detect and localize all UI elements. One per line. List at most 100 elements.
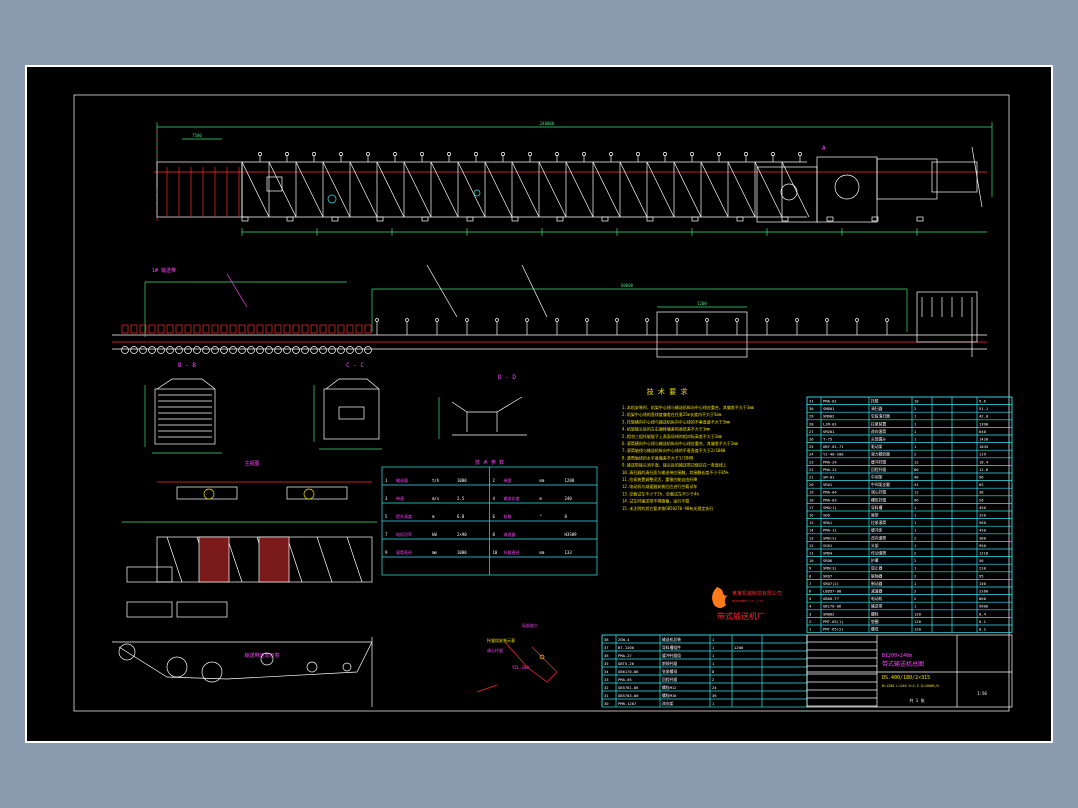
spec-cell: 1000 bbox=[457, 478, 467, 483]
buffer-idler bbox=[319, 324, 327, 334]
parts-cell: 1 bbox=[914, 604, 917, 609]
parts-cell: 150 bbox=[979, 581, 987, 586]
parts-cell: 制动器 bbox=[871, 581, 883, 586]
detail-title: 局部放大 bbox=[522, 622, 538, 628]
parts-cell: 12 bbox=[914, 490, 919, 495]
idler-roll bbox=[405, 318, 409, 322]
parts-cell: PMA-04 bbox=[823, 490, 837, 495]
tech-note-line: 15.未注明的其它要求按GB50270-98有关规定执行 bbox=[622, 505, 713, 511]
parts-cell: 80 bbox=[914, 467, 919, 472]
parts-cell: 2260 bbox=[979, 589, 989, 594]
parts-cell: 41 bbox=[914, 482, 919, 487]
buffer-idler bbox=[292, 324, 300, 334]
title-code: DS.400/180/2×315 bbox=[882, 675, 930, 681]
left-cell: 36 bbox=[712, 693, 717, 698]
left-cell: 2 bbox=[712, 677, 714, 682]
return-idler bbox=[247, 346, 255, 354]
parts-cell: 16 bbox=[809, 513, 814, 518]
dim-value-mid: 60000 bbox=[621, 283, 634, 288]
buffer-idler bbox=[328, 324, 336, 334]
support-foot bbox=[376, 216, 384, 222]
company-sub: MACHINERY CO.,LTD bbox=[732, 599, 763, 603]
spec-cell: 8 bbox=[493, 532, 496, 537]
return-idler bbox=[193, 346, 201, 354]
spec-cell: 240 bbox=[565, 496, 573, 501]
return-idler bbox=[274, 346, 282, 354]
parts-cell: 29 bbox=[809, 414, 814, 419]
leader-2 bbox=[426, 264, 458, 318]
tech-note-line: 13.空载试车不少于2h，负载试车不少于4h bbox=[622, 490, 699, 496]
spec-cell: 输送长度 bbox=[504, 495, 520, 501]
buffer-idler bbox=[139, 324, 147, 334]
idler-roll bbox=[465, 318, 469, 322]
parts-cell: 2 bbox=[914, 406, 916, 411]
return-idler bbox=[265, 346, 273, 354]
parts-cell: 15 bbox=[809, 520, 814, 525]
parts-cell: 12.6 bbox=[979, 467, 989, 472]
buffer-idler bbox=[256, 324, 264, 334]
buffer-idler bbox=[175, 324, 183, 334]
title-name: 带式输送机总图 bbox=[882, 660, 924, 668]
parts-cell: 螺母 bbox=[871, 627, 879, 632]
parts-cell: 1 bbox=[809, 627, 812, 632]
section-c-trough bbox=[325, 378, 380, 390]
parts-cell: 560 bbox=[979, 520, 987, 525]
return-idler bbox=[337, 346, 345, 354]
parts-cell: 26 bbox=[979, 497, 984, 502]
parts-cell: 1 bbox=[914, 505, 917, 510]
parts-cell: 210 bbox=[979, 566, 987, 571]
parts-cell: 逆止器 bbox=[871, 566, 883, 571]
parts-cell: SRD7 bbox=[823, 573, 832, 578]
return-idler bbox=[319, 346, 327, 354]
parts-cell: 输送带 bbox=[871, 604, 883, 609]
title-sub: B=1200 L=240 V=2.5 Q=1000t/h bbox=[882, 684, 939, 688]
left-cell: 张紧螺母 bbox=[662, 669, 677, 674]
idler-roller-top bbox=[339, 152, 343, 156]
left-cell: 32 bbox=[604, 685, 609, 690]
spec-cell: 托辊直径 bbox=[504, 549, 520, 555]
parts-cell: 120 bbox=[914, 611, 922, 616]
return-idler bbox=[175, 346, 183, 354]
spec-cell: 133 bbox=[565, 550, 573, 555]
idler-roll bbox=[555, 318, 559, 322]
section-d-title: D - D bbox=[498, 374, 516, 381]
spec-cell: 输送量 bbox=[396, 477, 408, 483]
parts-cell: 2 bbox=[914, 551, 916, 556]
parts-cell: 液力耦合器 bbox=[871, 452, 890, 457]
buffer-idler bbox=[238, 324, 246, 334]
return-idler bbox=[292, 346, 300, 354]
spec-cell: 减速器 bbox=[504, 531, 516, 537]
parts-cell: YJ-40-200 bbox=[823, 452, 844, 457]
truss-diagonal bbox=[268, 161, 297, 218]
parts-cell: GBY-01-71 bbox=[823, 444, 844, 449]
spec-cell: m bbox=[540, 496, 543, 501]
truss-diagonal bbox=[457, 161, 486, 218]
parts-cell: 0.2 bbox=[979, 627, 986, 632]
left-cell: 8 bbox=[712, 669, 715, 674]
spec-cell: 倾角 bbox=[504, 513, 512, 519]
parts-cell: 24 bbox=[809, 452, 814, 457]
detail-idler-body bbox=[504, 641, 558, 683]
parts-cell: T-75 bbox=[823, 437, 832, 442]
parts-cell: 120 bbox=[914, 627, 922, 632]
idler-roller-top bbox=[312, 152, 316, 156]
idler-roll bbox=[825, 318, 829, 322]
parts-cell: LJM-01 bbox=[823, 421, 837, 426]
spec-cell: 2 bbox=[493, 478, 496, 483]
spec-cell: 2×90 bbox=[457, 532, 467, 537]
parts-cell: 96 bbox=[914, 497, 919, 502]
return-idler bbox=[355, 346, 363, 354]
parts-cell: 23 bbox=[809, 459, 814, 464]
section-c-title: C - C bbox=[346, 362, 364, 369]
parts-cell: PMA-03 bbox=[823, 497, 837, 502]
parts-cell: SRD6 bbox=[823, 558, 833, 563]
support-foot bbox=[916, 216, 924, 222]
detail-marker-1 bbox=[327, 194, 337, 204]
spec-cell: mm bbox=[540, 550, 545, 555]
parts-cell: SMD4 bbox=[823, 551, 833, 556]
motor-2 bbox=[286, 486, 348, 500]
callout-belt: 1# 输送带 bbox=[152, 267, 176, 274]
spec-cell: 7 bbox=[385, 532, 388, 537]
view-marker-a: A bbox=[822, 145, 826, 152]
support-foot bbox=[691, 216, 699, 222]
